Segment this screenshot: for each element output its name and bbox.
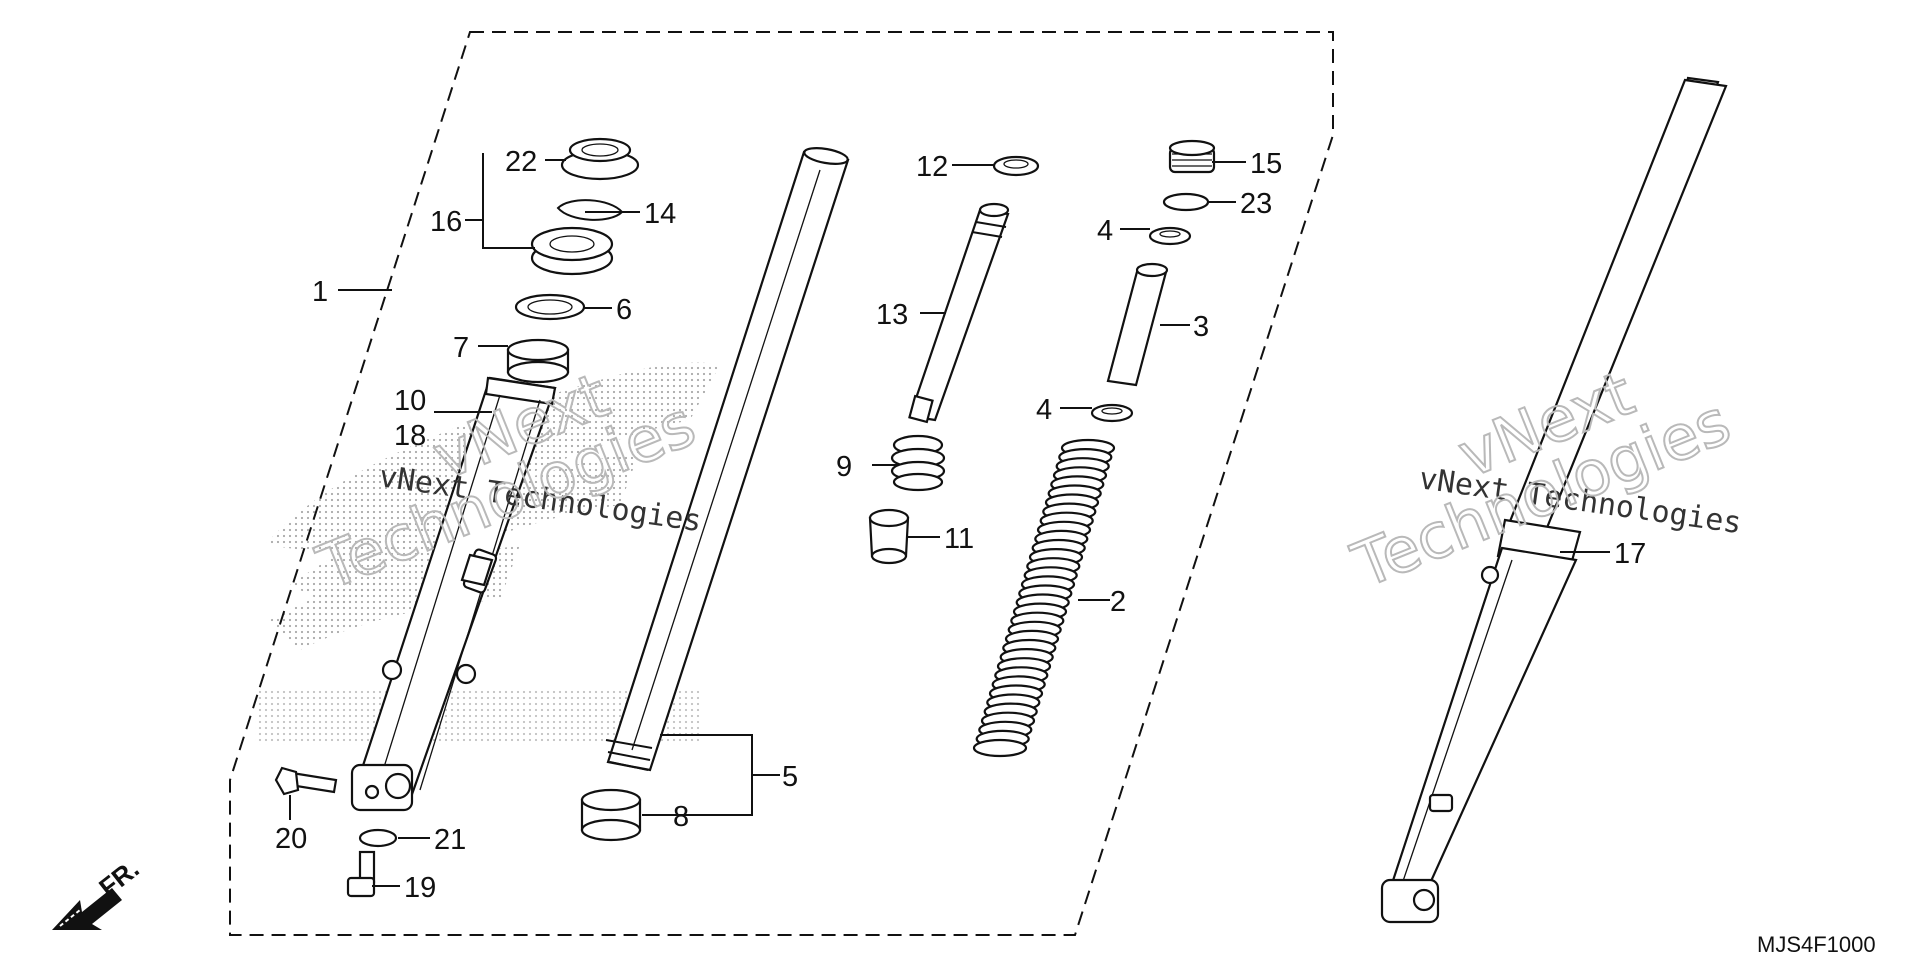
callout-9: 9 (836, 451, 852, 483)
callout-11: 11 (944, 523, 974, 555)
callout-13: 13 (876, 299, 908, 331)
callout-2: 2 (1110, 586, 1126, 618)
front-direction-arrow: FR. (52, 853, 145, 930)
o-ring (1162, 192, 1210, 212)
callout-8: 8 (673, 801, 689, 833)
oil-lock-piece (868, 508, 910, 565)
callout-20: 20 (275, 823, 307, 855)
callout-5: 5 (782, 761, 798, 793)
callout-21: 21 (434, 824, 466, 856)
callout-4-upper: 4 (1097, 215, 1113, 247)
sealing-washer (358, 828, 398, 848)
callout-22: 22 (505, 146, 537, 178)
callout-12: 12 (916, 151, 948, 183)
callout-3: 3 (1193, 311, 1209, 343)
rebound-washer (992, 155, 1040, 177)
callout-17: 17 (1614, 538, 1646, 570)
fork-outer-tube (350, 376, 557, 812)
diagram-code: MJS4F1000 (1757, 932, 1876, 957)
fork-spring-coil (972, 738, 1028, 758)
group-boundary (229, 31, 1334, 936)
spring-collar (1106, 262, 1169, 387)
rebound-spring (890, 434, 946, 492)
leader-lines (289, 153, 1610, 887)
dust-seal (560, 137, 640, 181)
front-label: FR. (93, 853, 144, 902)
callout-18: 18 (394, 420, 426, 452)
fork-cap-bolt (1168, 139, 1216, 174)
stopper-ring (556, 199, 624, 221)
callout-6: 6 (616, 294, 632, 326)
backup-ring (514, 293, 586, 321)
damper-rod (908, 202, 1010, 424)
fork-assembly-complete (1380, 76, 1728, 924)
fork-spring (972, 438, 1116, 758)
callout-10: 10 (394, 385, 426, 417)
callout-15: 15 (1250, 148, 1282, 180)
callout-4-lower: 4 (1036, 394, 1052, 426)
spring-seat-lower (1090, 403, 1134, 423)
guide-bushing (506, 338, 570, 384)
spring-seat-upper (1148, 226, 1192, 246)
oil-seal (530, 226, 614, 276)
callout-labels: 1 2 3 4 4 5 6 7 8 9 10 11 12 13 14 15 16… (275, 146, 1646, 904)
callout-16: 16 (430, 206, 462, 238)
fork-inner-tube (605, 147, 850, 772)
callout-14: 14 (644, 198, 676, 230)
callout-7: 7 (453, 332, 469, 364)
callout-1: 1 (312, 276, 328, 308)
socket-bolt (346, 850, 376, 898)
callout-19: 19 (404, 872, 436, 904)
pinch-bolt (274, 766, 338, 796)
slide-bushing (580, 788, 642, 842)
callout-23: 23 (1240, 188, 1272, 220)
